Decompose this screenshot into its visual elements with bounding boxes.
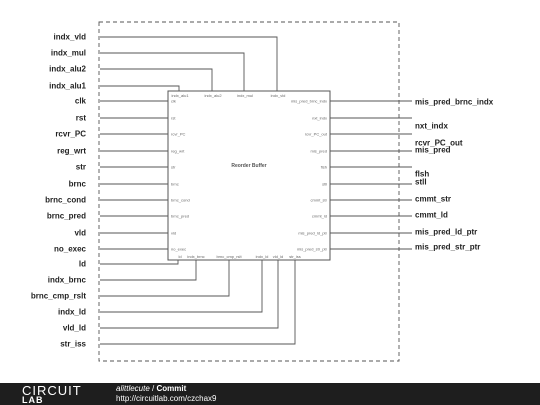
port-mis-pred-brnc-indx[interactable]: mis_pred_brnc_indx	[415, 98, 494, 107]
port-flsh[interactable]: flsh	[415, 170, 429, 179]
subcircuit-boundary	[98, 21, 400, 362]
wire-indx-brnc	[100, 260, 197, 281]
port-brnc-pred[interactable]: brnc_pred	[47, 212, 86, 221]
pin-brnc-cmp-rslt: brnc_cmp_rslt	[216, 254, 242, 259]
wire-indx-alu1	[100, 85, 180, 91]
port-str-iss[interactable]: str_iss	[60, 340, 86, 349]
port-stll[interactable]: stll	[415, 178, 427, 187]
author-link[interactable]: alittlecute	[116, 384, 150, 393]
pin-str: str	[171, 165, 176, 170]
port-str[interactable]: str	[76, 163, 86, 172]
block-title: Reorder Buffer	[231, 163, 266, 169]
pin-indx-alu2: indx_alu2	[204, 93, 222, 98]
port-clk[interactable]: clk	[75, 97, 87, 106]
port-rcvr-pc[interactable]: rcvr_PC	[55, 130, 86, 139]
pin-vld: vld	[171, 231, 176, 236]
pin-rst: rst	[171, 116, 176, 121]
port-no-exec[interactable]: no_exec	[54, 245, 87, 254]
port-indx-alu2[interactable]: indx_alu2	[49, 65, 86, 74]
pin-mis-pred-ld-ptr: mis_pred_ld_ptr	[298, 231, 327, 236]
pin-indx-alu1: indx_alu1	[171, 93, 189, 98]
wire-indx-mul	[100, 52, 245, 91]
footer-bar: CIRCUIT LAB alittlecute / Commit http://…	[0, 383, 540, 405]
wire-brnc-cmp-rslt	[100, 260, 230, 297]
port-mis-pred-str-ptr[interactable]: mis_pred_str_ptr	[415, 243, 480, 252]
wires	[100, 36, 412, 345]
port-mis-pred-ld-ptr[interactable]: mis_pred_ld_ptr	[415, 228, 477, 237]
pin-stll: stll	[322, 182, 327, 187]
port-indx-alu1[interactable]: indx_alu1	[49, 82, 86, 91]
wire-vld-ld	[100, 260, 279, 329]
pin-indx-mul: indx_mul	[237, 93, 253, 98]
circuit-title[interactable]: Commit	[156, 384, 187, 393]
wire-ld	[100, 260, 179, 265]
wire-str-iss	[100, 260, 296, 345]
circuitlab-logo-sub: LAB	[22, 395, 44, 405]
port-rcvr-pc-out[interactable]: rcvr_PC_out	[415, 139, 463, 148]
pin-brnc-cond: brnc_cond	[171, 198, 190, 203]
footer-credit: alittlecute / Commit	[116, 384, 186, 393]
circuit-url[interactable]: http://circuitlab.com/czchax9	[116, 394, 217, 403]
wire-indx-alu2	[100, 68, 213, 91]
pin-reg-wrt: reg_wrt	[171, 149, 185, 154]
pin-brnc-pred: brnc_pred	[171, 214, 189, 219]
pin-mis-pred: mis_pred	[311, 149, 327, 154]
labels: indx_vldindx_mulindx_alu2indx_alu1clkrst…	[31, 33, 494, 349]
pin-cmmt-ld: cmmt_ld	[312, 214, 327, 219]
pin-rcvr-pc: rcvr_PC	[171, 132, 186, 137]
pin-rcvr-pc-out: rcvr_PC_out	[305, 132, 328, 137]
port-nxt-indx[interactable]: nxt_indx	[415, 122, 448, 131]
port-indx-brnc[interactable]: indx_brnc	[48, 276, 87, 285]
pin-brnc: brnc	[171, 182, 179, 187]
port-vld[interactable]: vld	[74, 229, 86, 238]
port-cmmt-ld[interactable]: cmmt_ld	[415, 211, 448, 220]
pin-clk: clk	[171, 99, 176, 104]
pin-cmmt-str: cmmt_str	[311, 198, 328, 203]
schematic-canvas: Reorder Buffer indx_vld indx_mul indx_alu2…	[31, 21, 494, 362]
port-rst[interactable]: rst	[76, 114, 87, 123]
port-cmmt-str[interactable]: cmmt_str	[415, 195, 451, 204]
pin-ld: ld	[178, 254, 181, 259]
port-indx-mul[interactable]: indx_mul	[51, 49, 86, 58]
pin-indx-ld: indx_ld	[256, 254, 269, 259]
pin-nxt-indx: nxt_indx	[312, 116, 327, 121]
port-brnc-cmp-rslt[interactable]: brnc_cmp_rslt	[31, 292, 86, 301]
wire-indx-ld	[100, 260, 263, 313]
pin-mis-pred-brnc-indx: mis_pred_brnc_indx	[291, 99, 327, 104]
pin-indx-vld: indx_vld	[271, 93, 286, 98]
pin-no-exec: no_exec	[171, 247, 186, 252]
reorder-buffer-block[interactable]	[167, 90, 331, 261]
port-vld-ld[interactable]: vld_ld	[63, 324, 86, 333]
wire-indx-vld	[100, 36, 278, 91]
pin-str-iss: str_iss	[289, 254, 301, 259]
pin-vld-ld: vld_ld	[273, 254, 283, 259]
port-brnc-cond[interactable]: brnc_cond	[45, 196, 86, 205]
circuitlab-logo[interactable]: CIRCUIT	[22, 383, 82, 398]
credit-separator: /	[149, 384, 157, 393]
port-brnc[interactable]: brnc	[69, 180, 87, 189]
pin-flsh: flsh	[321, 165, 327, 170]
port-mis-pred[interactable]: mis_pred	[415, 146, 451, 155]
pin-mis-pred-str-ptr: mis_pred_str_ptr	[297, 247, 328, 252]
port-indx-vld[interactable]: indx_vld	[54, 33, 87, 42]
port-indx-ld[interactable]: indx_ld	[58, 308, 86, 317]
port-ld[interactable]: ld	[79, 260, 86, 269]
pin-indx-brnc: indx_brnc	[187, 254, 204, 259]
port-reg-wrt[interactable]: reg_wrt	[57, 147, 86, 156]
